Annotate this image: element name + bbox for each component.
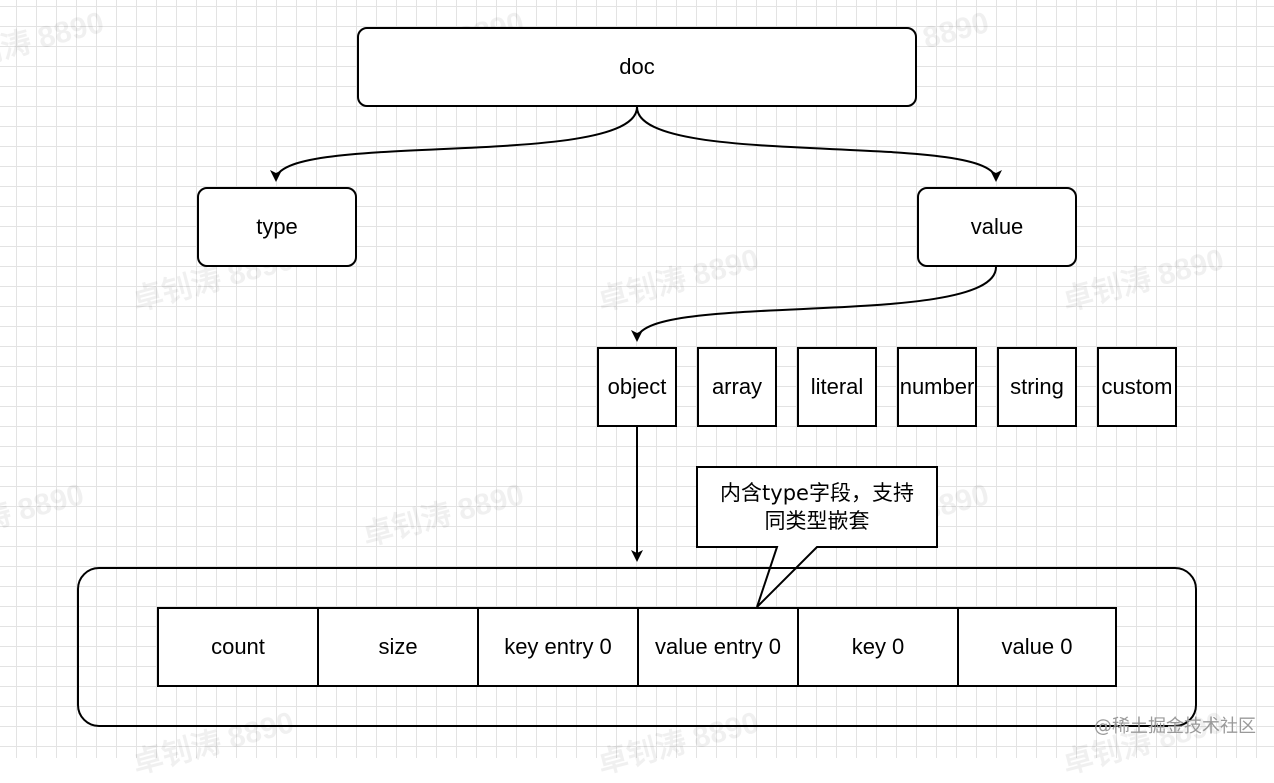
layout-cell-value: value 0 bbox=[957, 607, 1117, 687]
edge-value-to-object bbox=[631, 266, 997, 342]
kind-literal: literal bbox=[797, 347, 877, 427]
layout-cell-key: key 0 bbox=[797, 607, 959, 687]
doc-node: doc bbox=[357, 27, 917, 107]
callout-line-1: 内含type字段，支持 bbox=[720, 481, 914, 505]
footer-credit: @稀土掘金技术社区 bbox=[1094, 716, 1256, 737]
callout-note: 内含type字段，支持 同类型嵌套 bbox=[697, 467, 937, 547]
callout-bubble bbox=[696, 466, 938, 608]
kind-object: object bbox=[597, 347, 677, 427]
layout-cell-value-entry: value entry 0 bbox=[637, 607, 799, 687]
kind-string: string bbox=[997, 347, 1077, 427]
layout-cell-key-entry: key entry 0 bbox=[477, 607, 639, 687]
edge-doc-to-value bbox=[636, 106, 1002, 182]
value-node: value bbox=[917, 187, 1077, 267]
object-layout-container bbox=[77, 567, 1197, 727]
layout-cell-size: size bbox=[317, 607, 479, 687]
kind-array: array bbox=[697, 347, 777, 427]
type-node: type bbox=[197, 187, 357, 267]
edge-doc-to-type bbox=[270, 106, 638, 182]
kind-custom: custom bbox=[1097, 347, 1177, 427]
kind-number: number bbox=[897, 347, 977, 427]
connectors bbox=[270, 106, 1002, 608]
callout-line-2: 同类型嵌套 bbox=[764, 509, 870, 533]
layout-cell-count: count bbox=[157, 607, 319, 687]
